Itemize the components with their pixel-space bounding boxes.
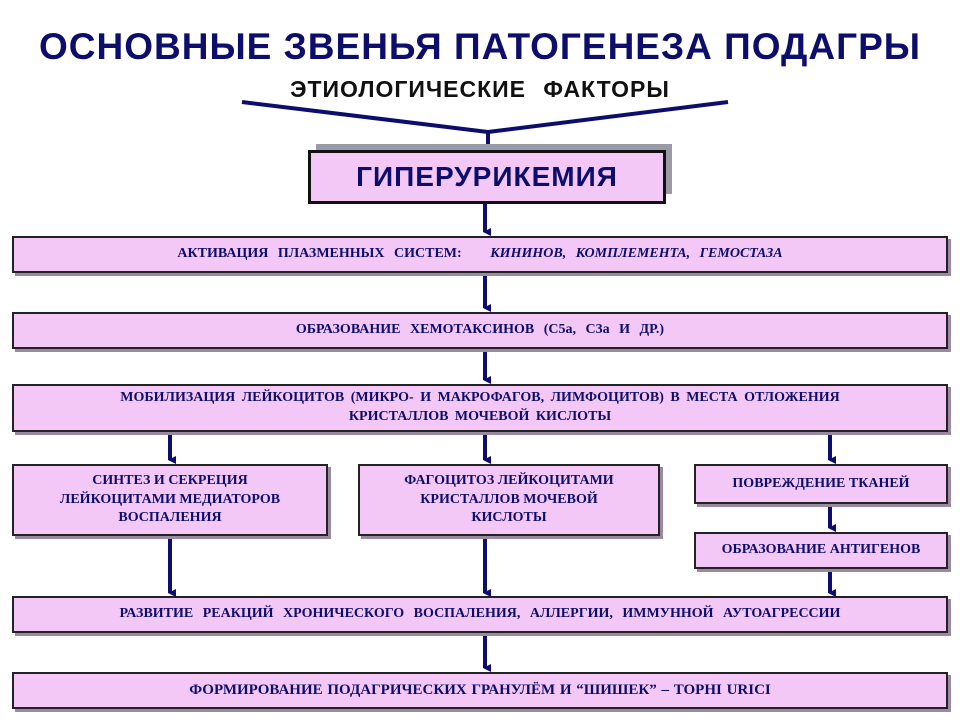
phagocytosis-line-1: ФАГОЦИТОЗ ЛЕЙКОЦИТАМИ [404,472,614,488]
mobilization-line-1: МОБИЛИЗАЦИЯ ЛЕЙКОЦИТОВ (МИКРО- И МАКРОФА… [120,390,840,406]
antigens-label: ОБРАЗОВАНИЕ АНТИГЕНОВ [721,542,921,558]
granulomas-box: ФОРМИРОВАНИЕ ПОДАГРИЧЕСКИХ ГРАНУЛЁМ И “Ш… [12,672,948,709]
hyperuricemia-label: ГИПЕРУРИКЕМИЯ [356,161,618,192]
phagocytosis-line-2: КРИСТАЛЛОВ МОЧЕВОЙ [420,491,598,507]
mobilization-line-2: КРИСТАЛЛОВ МОЧЕВОЙ КИСЛОТЫ [348,409,612,424]
tissue-damage-label: ПОВРЕЖДЕНИЕ ТКАНЕЙ [732,475,910,491]
activation-box: АКТИВАЦИЯ ПЛАЗМЕННЫХ СИСТЕМ: КИНИНОВ, КО… [12,236,948,273]
tissue-damage-box: ПОВРЕЖДЕНИЕ ТКАНЕЙ [694,464,948,504]
etiological-factors-label: ЭТИОЛОГИЧЕСКИЕ ФАКТОРЫ [290,76,670,102]
page-title: ОСНОВНЫЕ ЗВЕНЬЯ ПАТОГЕНЕЗА ПОДАГРЫ [39,26,921,67]
synthesis-line-2: ЛЕЙКОЦИТАМИ МЕДИАТОРОВ [59,491,281,507]
development-label: РАЗВИТИЕ РЕАКЦИЙ ХРОНИЧЕСКОГО ВОСПАЛЕНИЯ… [119,606,841,622]
phagocytosis-box: ФАГОЦИТОЗ ЛЕЙКОЦИТАМИ КРИСТАЛЛОВ МОЧЕВОЙ… [358,464,660,536]
activation-systems: КИНИНОВ, КОМПЛЕМЕНТА, ГЕМОСТАЗА [490,246,783,262]
hyperuricemia-box: ГИПЕРУРИКЕМИЯ [308,150,666,204]
granulomas-label: ФОРМИРОВАНИЕ ПОДАГРИЧЕСКИХ ГРАНУЛЁМ И “Ш… [189,682,771,699]
chemotaxins-box: ОБРАЗОВАНИЕ ХЕМОТАКСИНОВ (С5а, С3а И ДР.… [12,312,948,349]
activation-prefix: АКТИВАЦИЯ ПЛАЗМЕННЫХ СИСТЕМ: [177,246,462,262]
development-box: РАЗВИТИЕ РЕАКЦИЙ ХРОНИЧЕСКОГО ВОСПАЛЕНИЯ… [12,596,948,633]
synthesis-line-1: СИНТЕЗ И СЕКРЕЦИЯ [92,472,248,488]
antigens-box: ОБРАЗОВАНИЕ АНТИГЕНОВ [694,532,948,569]
synthesis-line-3: ВОСПАЛЕНИЯ [118,510,222,526]
brace-right-icon [487,100,729,134]
brace-left-icon [241,100,489,134]
chemotaxins-label: ОБРАЗОВАНИЕ ХЕМОТАКСИНОВ (С5а, С3а И ДР.… [295,322,665,338]
mobilization-box: МОБИЛИЗАЦИЯ ЛЕЙКОЦИТОВ (МИКРО- И МАКРОФА… [12,384,948,432]
phagocytosis-line-3: КИСЛОТЫ [471,510,547,526]
synthesis-box: СИНТЕЗ И СЕКРЕЦИЯ ЛЕЙКОЦИТАМИ МЕДИАТОРОВ… [12,464,328,536]
